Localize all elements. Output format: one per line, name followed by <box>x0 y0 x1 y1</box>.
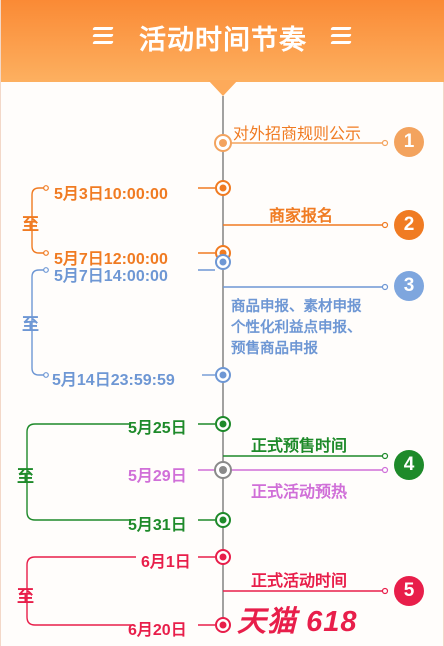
phase5-bracket <box>26 556 41 626</box>
phase5-number-badge: 5 <box>394 576 424 606</box>
header-banner <box>1 0 444 82</box>
phase4-start-date: 5月25日 <box>128 420 187 437</box>
page-title: 活动时间节奏 <box>139 25 307 55</box>
phase5-range-word: 至 <box>17 587 34 606</box>
phase2-label: 商家报名 <box>269 208 334 225</box>
phase2-number-badge: 2 <box>394 210 424 240</box>
phase3-line: 预售商品申报 <box>231 341 318 357</box>
phase3-line: 个性化利益点申报、 <box>231 320 362 336</box>
header-pointer <box>208 80 238 96</box>
phase5-label: 正式活动时间 <box>251 573 348 590</box>
phase4-end-date: 5月31日 <box>128 517 187 534</box>
phase2-end-date: 5月7日12:00:00 <box>54 251 168 268</box>
phase5-end-date: 6月20日 <box>128 622 187 639</box>
phase3-range-word: 至 <box>22 315 39 334</box>
phase3-bracket <box>31 269 45 376</box>
phase2-range-word: 至 <box>22 215 39 234</box>
tmall-618-logo: 天猫 618 <box>237 598 357 640</box>
phase4-range-word: 至 <box>17 467 34 486</box>
phase3-description: 商品申报、素材申报 个性化利益点申报、 预售商品申报 <box>231 297 362 360</box>
phase3-end-date: 5月14日23:59:59 <box>52 372 175 389</box>
phase2-bracket <box>31 187 45 254</box>
phase4-label: 正式预售时间 <box>251 438 348 455</box>
phase1-number-badge: 1 <box>394 127 424 157</box>
phase4-bracket <box>26 423 41 521</box>
logo-number: 618 <box>306 606 358 638</box>
phase2-start-date: 5月3日10:00:00 <box>54 186 168 203</box>
phase5-start-date: 6月1日 <box>141 554 191 571</box>
phase3-number-badge: 3 <box>394 271 424 301</box>
phase4-number-badge: 4 <box>394 450 424 480</box>
phase4-mid-date: 5月29日 <box>128 468 187 485</box>
phase1-label: 对外招商规则公示 <box>233 126 362 143</box>
phase4-sub-label: 正式活动预热 <box>251 484 348 501</box>
phase3-start-date: 5月7日14:00:00 <box>54 268 168 285</box>
phase3-line: 商品申报、素材申报 <box>231 299 362 315</box>
logo-text: 天猫 <box>237 606 298 638</box>
